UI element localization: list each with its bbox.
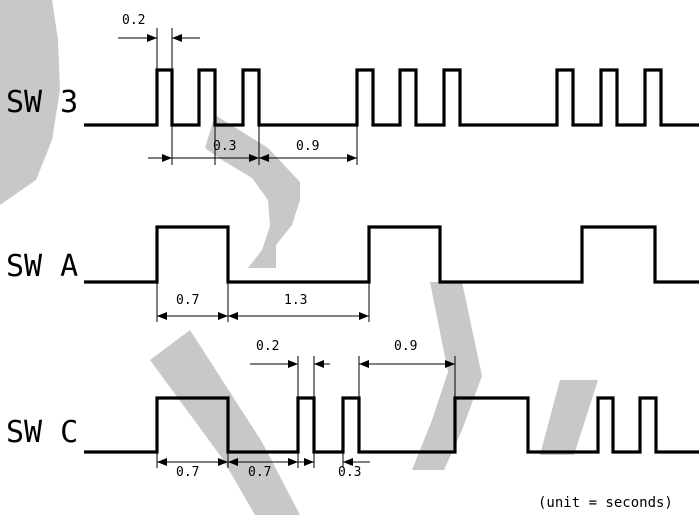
dimension-swa-1.3: 1.3	[228, 282, 370, 322]
dimension-label: 0.9	[296, 139, 319, 154]
watermark-shape-y	[412, 282, 482, 470]
unit-note: (unit = seconds)	[538, 495, 673, 511]
dimension-swc-0.7-first: 0.7	[156, 452, 229, 480]
waveform-swa	[84, 225, 699, 284]
dimension-label: 0.7	[176, 465, 199, 480]
dimension-swc-0.9: 0.9	[358, 339, 456, 398]
dimension-label: 0.7	[248, 465, 271, 480]
waveform-sw3	[84, 68, 699, 127]
dimension-swc-0.2: 0.2	[250, 339, 330, 398]
signal-label-sw3: SW 3	[6, 85, 78, 120]
dimension-swc-0.3: 0.3	[298, 452, 370, 480]
dimension-label: 1.3	[284, 293, 307, 308]
watermark-shape-p	[205, 115, 300, 268]
signal-label-swc: SW C	[6, 415, 78, 450]
dimension-swc-0.7-second: 0.7	[228, 452, 299, 480]
dimension-sw3-0.3: 0.3	[148, 125, 260, 165]
dimension-label: 0.2	[122, 13, 145, 28]
signal-label-swa: SW A	[6, 249, 78, 284]
watermark-shape-bar	[150, 330, 300, 515]
dimension-label: 0.7	[176, 293, 199, 308]
dimension-sw3-0.9: 0.9	[259, 125, 358, 165]
dimension-label: 0.3	[338, 465, 361, 480]
watermark	[0, 0, 598, 515]
waveform-swc	[84, 396, 699, 454]
watermark-shape-left	[0, 0, 60, 205]
watermark-shape-y-arm	[540, 380, 598, 455]
dimension-swa-0.7: 0.7	[156, 282, 229, 322]
dimension-label: 0.9	[394, 339, 417, 354]
dimension-label: 0.2	[256, 339, 279, 354]
dimension-sw3-0.2: 0.2	[118, 13, 200, 70]
dimension-label: 0.3	[213, 139, 236, 154]
